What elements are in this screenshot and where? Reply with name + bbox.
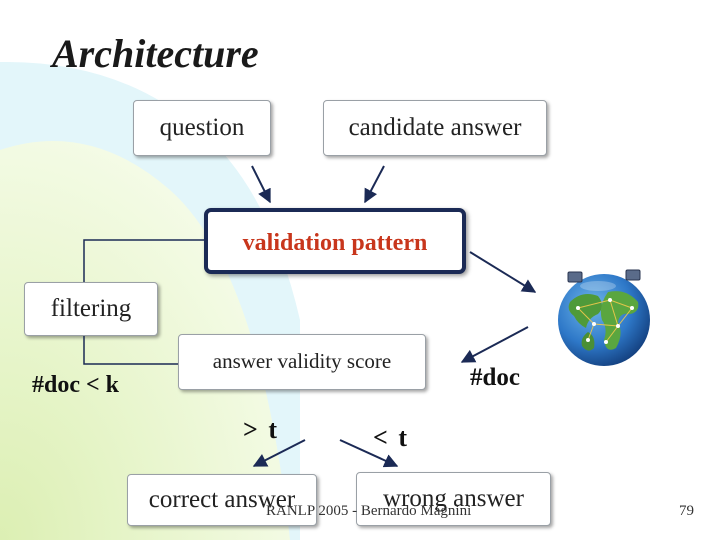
filtering-score-line [83, 336, 178, 365]
doc-lt-k-label: #doc < k [32, 372, 120, 398]
wrong-answer-label: wrong answer [383, 485, 524, 512]
validation-pattern-label: validation pattern [242, 230, 428, 256]
slide-title: Architecture [52, 31, 259, 76]
doc-label: #doc [470, 364, 520, 391]
arrow-question-to-pattern [251, 165, 271, 204]
filtering-label: filtering [50, 295, 132, 322]
arrow-pattern-to-web [469, 251, 537, 293]
correct-answer-box: correct answer [127, 474, 317, 526]
wrong-answer-box: wrong answer [356, 472, 551, 526]
lt-t-label: < t [373, 423, 409, 452]
candidate-answer-label: candidate answer [348, 114, 522, 141]
arrow-candidate-to-pattern [364, 165, 385, 204]
correct-answer-label: correct answer [148, 486, 296, 513]
arrow-web-to-score [460, 326, 529, 363]
globe-icon [558, 269, 650, 366]
validation-pattern-box: validation pattern [204, 208, 466, 274]
footer-text: RANLP 2005 - Bernardo Magnini [266, 503, 472, 519]
page-number: 79 [679, 503, 694, 519]
answer-validity-score-box: answer validity score [178, 334, 426, 390]
answer-validity-score-label: answer validity score [212, 349, 392, 373]
candidate-answer-box: candidate answer [323, 100, 547, 156]
question-box: question [133, 100, 271, 156]
arrow-score-to-wrong [339, 439, 399, 468]
question-label: question [159, 114, 245, 141]
filtering-feedback-line [83, 239, 204, 282]
gt-t-label: > t [243, 415, 279, 444]
arrow-score-to-correct [252, 439, 306, 467]
filtering-box: filtering [24, 282, 158, 336]
